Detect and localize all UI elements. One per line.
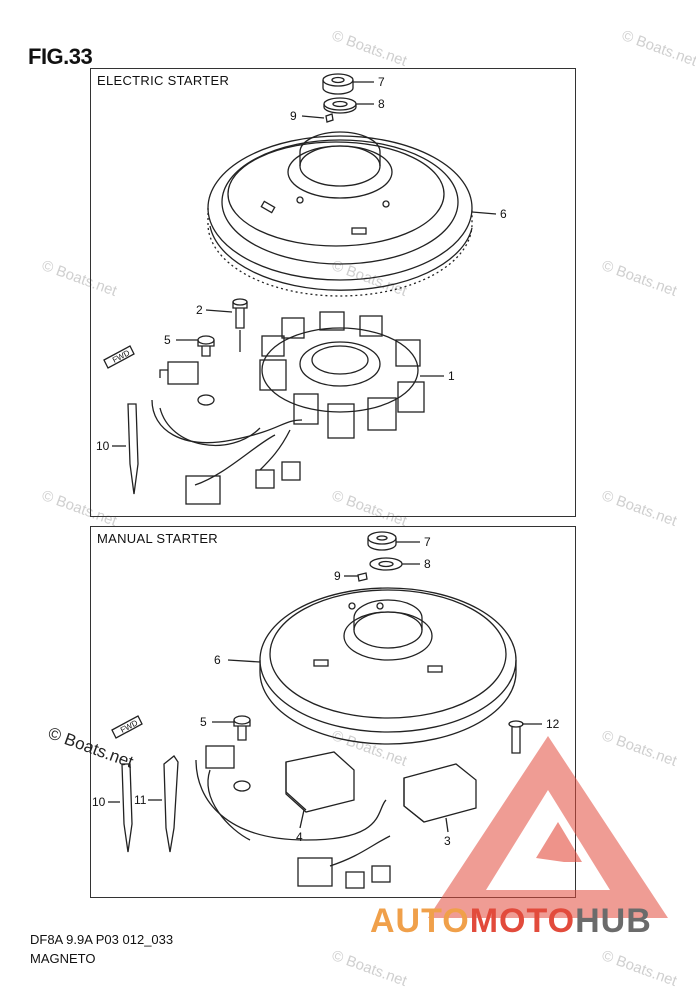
figure-title: FIG.33 xyxy=(28,44,93,69)
callout-number: 2 xyxy=(196,303,203,317)
callout-number: 7 xyxy=(378,75,385,89)
cable-tie-part xyxy=(121,763,133,853)
brand-part: AUTO xyxy=(370,902,470,940)
panel-label: MANUAL STARTER xyxy=(97,531,218,546)
callout-number: 8 xyxy=(378,97,385,111)
figure-caption: MAGNETO xyxy=(30,951,96,966)
figure-code: DF8A 9.9A P03 012_033 xyxy=(30,932,174,947)
callout-number: 9 xyxy=(334,569,341,583)
wiring-harness xyxy=(151,361,303,505)
callout-number: 6 xyxy=(214,653,221,667)
callout-number: 9 xyxy=(290,109,297,123)
cable-tie-part xyxy=(127,403,139,495)
callout-number: 1 xyxy=(448,369,455,383)
washer-part xyxy=(369,557,403,571)
cable-tie-part xyxy=(163,755,179,853)
brand-part: MOTO xyxy=(469,902,576,940)
fwd-arrow-icon xyxy=(111,715,143,739)
washer-part xyxy=(323,97,357,114)
callout-number: 10 xyxy=(96,439,110,453)
screw-part xyxy=(508,720,524,754)
callout-number: 10 xyxy=(92,795,106,809)
panel-electric-starter: ELECTRIC STARTER xyxy=(90,68,576,517)
callout-number: 5 xyxy=(164,333,171,347)
nut-part xyxy=(322,73,354,95)
brand-logo-icon xyxy=(428,736,668,918)
fwd-arrow-icon xyxy=(103,345,135,369)
panel-manual-starter: MANUAL STARTER xyxy=(90,526,576,898)
wiring-harness xyxy=(195,745,391,889)
callout-number: 12 xyxy=(546,717,560,731)
panel-label: ELECTRIC STARTER xyxy=(97,73,230,88)
screw-part xyxy=(233,715,251,741)
nut-part xyxy=(367,531,397,551)
callout-number: 7 xyxy=(424,535,431,549)
coil-part xyxy=(285,751,355,813)
callout-number: 5 xyxy=(200,715,207,729)
callout-number: 3 xyxy=(444,834,451,848)
stator-part xyxy=(259,311,425,439)
callout-number: 11 xyxy=(134,793,147,807)
coil-part xyxy=(403,763,477,823)
brand-part: HUB xyxy=(575,902,652,940)
brand-wordmark: AUTOMOTOHUB xyxy=(370,902,652,941)
callout-number: 8 xyxy=(424,557,431,571)
key-part xyxy=(325,113,334,123)
screw-part xyxy=(197,335,215,357)
flywheel-part xyxy=(207,131,473,297)
flywheel-part xyxy=(259,587,517,745)
callout-number: 4 xyxy=(296,830,303,844)
key-part xyxy=(357,572,368,582)
callout-number: 6 xyxy=(500,207,507,221)
bolt-part xyxy=(232,298,248,329)
